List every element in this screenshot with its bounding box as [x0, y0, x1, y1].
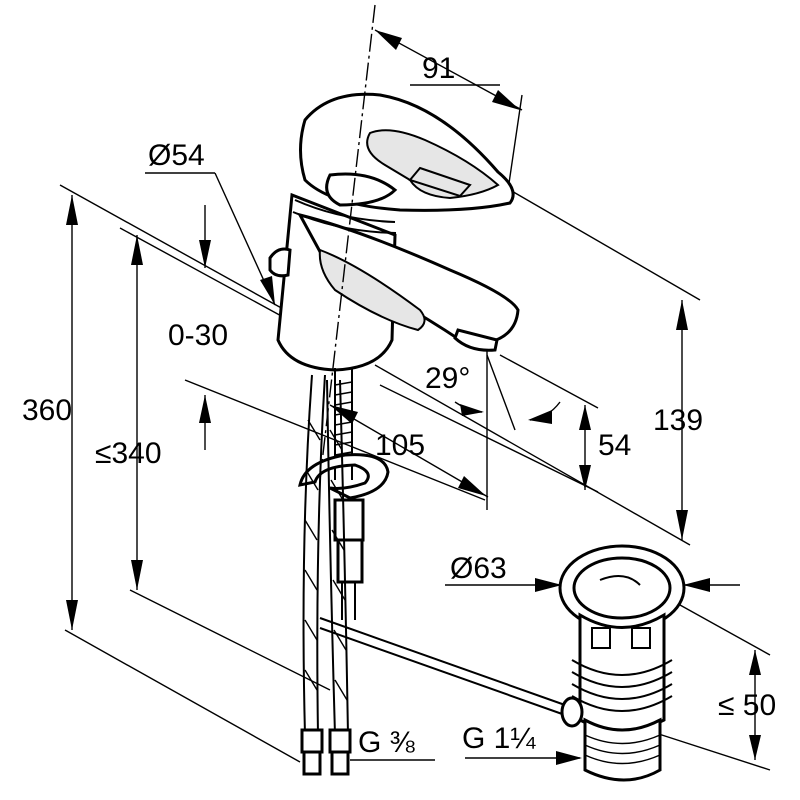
under-sink-assembly	[298, 368, 566, 776]
label-height-max: ≤340	[95, 437, 162, 470]
label-supply-thread: G ⅜	[358, 726, 416, 759]
label-reach: 105	[375, 429, 425, 462]
faucet	[268, 4, 520, 481]
label-spout-height: 54	[598, 429, 631, 462]
label-spout-to-top: 139	[653, 404, 703, 437]
waste-fitting	[558, 544, 686, 782]
dimension-lines	[59, 29, 771, 771]
label-waste-thread: G 1¼	[462, 722, 536, 755]
label-body-diameter: Ø54	[148, 139, 205, 172]
label-width-top: 91	[422, 52, 455, 85]
label-waste-height: ≤ 50	[718, 689, 776, 722]
dimension-labels: 91 Ø54 360 ≤340 0-30 29° 105 54 139 Ø63 …	[22, 52, 776, 759]
label-spray-angle: 29°	[425, 362, 470, 395]
label-thickness-range: 0-30	[168, 319, 228, 352]
label-waste-diameter: Ø63	[450, 552, 507, 585]
label-height-total: 360	[22, 394, 72, 427]
